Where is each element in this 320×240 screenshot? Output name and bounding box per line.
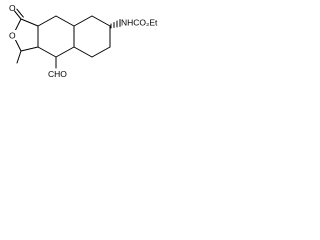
bond-c5-c4b <box>73 46 93 58</box>
bond-c3-c3a <box>20 46 39 52</box>
lactone-ring <box>13 18 39 52</box>
chemical-structure: O O NHCO₂Et CHO <box>8 3 158 79</box>
bond-c8-c7 <box>91 15 111 27</box>
bond-c9a-c9 <box>37 15 57 27</box>
carbonyl-bond-inner <box>16 8 24 18</box>
aldehyde-group-label: CHO <box>48 69 67 79</box>
carbonyl-oxygen-label: O <box>9 3 16 13</box>
carbonyl-double-bond <box>14 8 24 20</box>
hashed-bond-carbamate <box>110 19 121 29</box>
bond-c6-c5 <box>91 46 111 58</box>
bond-c4b-c4 <box>55 46 75 58</box>
ring-oxygen-label: O <box>9 31 16 41</box>
carbamate-group-label: NHCO₂Et <box>121 18 158 28</box>
bond-c8a-c8 <box>73 15 93 27</box>
bond-c9a-c1 <box>20 18 39 27</box>
bond-methyl <box>16 50 22 64</box>
carbonyl-bond-outer <box>14 10 22 20</box>
atom-labels: O O NHCO₂Et CHO <box>8 3 158 79</box>
left-cyclohexane-ring <box>37 15 75 58</box>
bond-c9-c8a <box>55 15 75 27</box>
bond-c4-c3a <box>37 46 57 58</box>
right-cyclohexane-ring <box>73 15 111 58</box>
